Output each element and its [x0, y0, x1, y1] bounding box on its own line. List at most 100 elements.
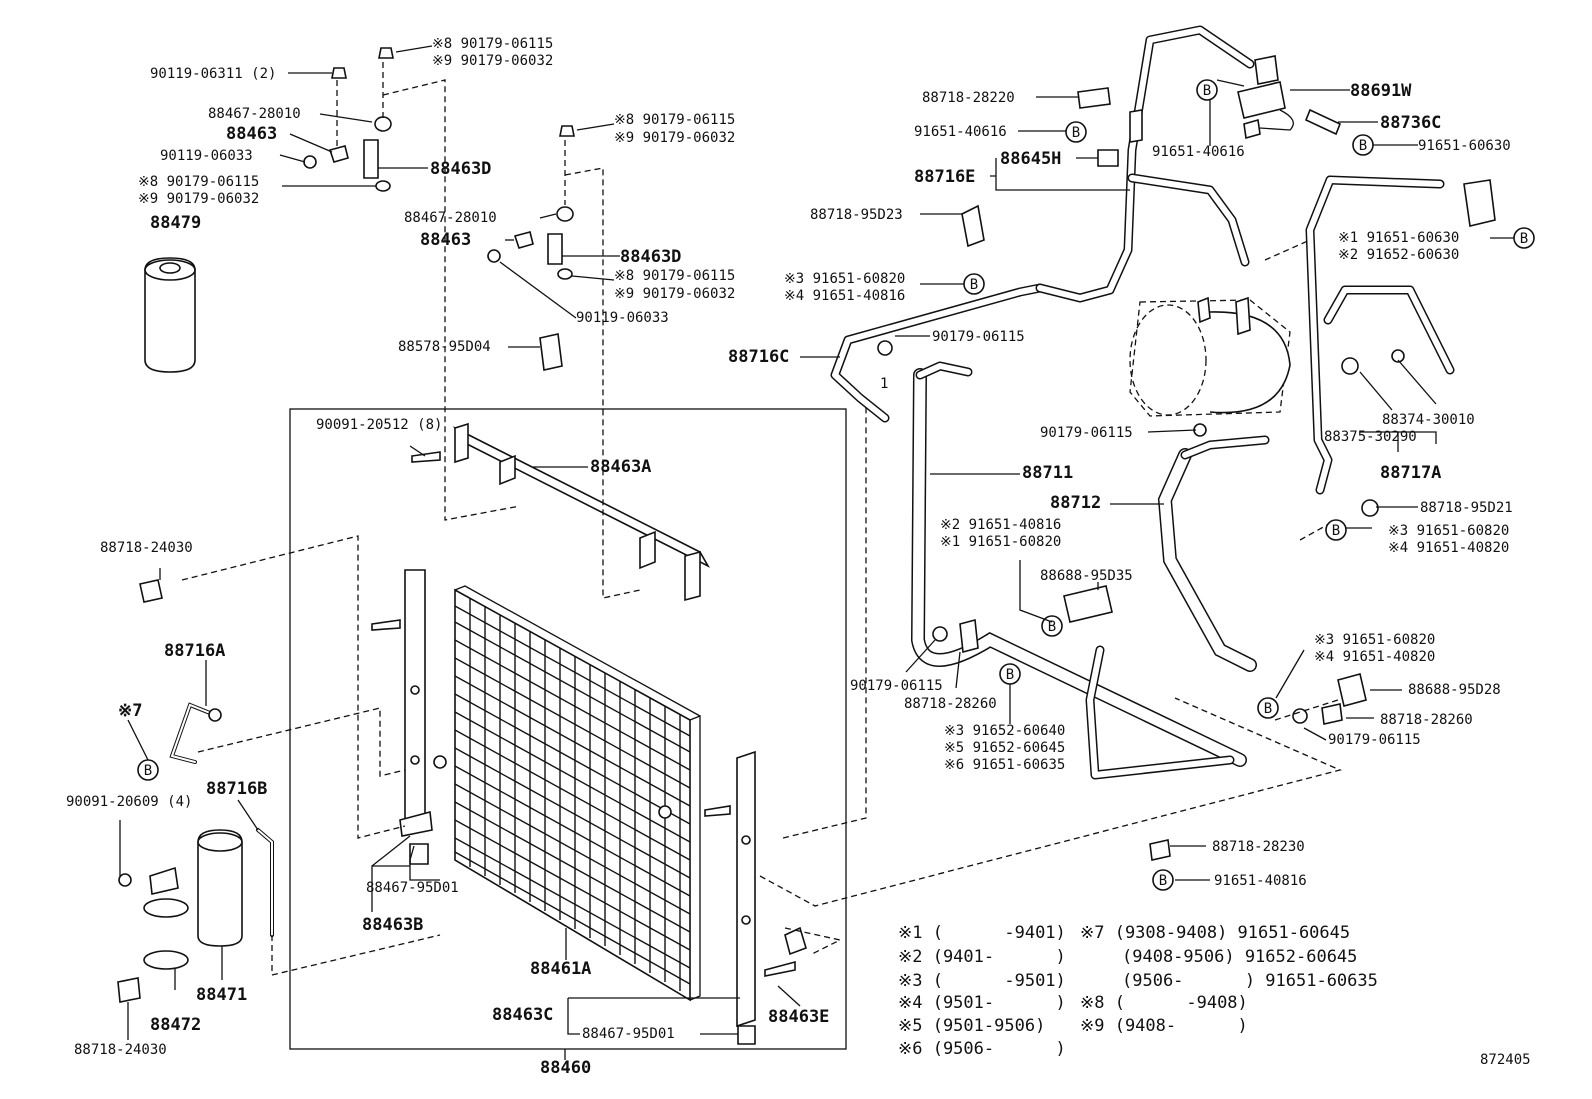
- label-88472: 88472: [150, 1015, 201, 1035]
- label-88471: 88471: [196, 985, 247, 1005]
- suction-hose-88712: [1157, 435, 1270, 672]
- bolt-marker: B: [1257, 697, 1279, 719]
- svg-text:B: B: [970, 277, 978, 293]
- svg-text:B: B: [1264, 701, 1272, 717]
- label-90179-06115: 90179-06115: [1328, 732, 1421, 748]
- label-90179-06115: 90179-06115: [932, 329, 1025, 345]
- label-88463A: 88463A: [590, 457, 651, 477]
- bolt-marker: B: [1325, 519, 1347, 541]
- small-hardware-top-left: [303, 47, 575, 371]
- service-valves: [877, 179, 1496, 861]
- pipe-88711-lower: [1085, 645, 1235, 780]
- svg-text:B: B: [1520, 231, 1528, 247]
- label-90179-06032: ※9 90179-06032: [432, 53, 553, 69]
- svg-text:B: B: [1332, 523, 1340, 539]
- pipe-88716A: [169, 702, 222, 764]
- label-90091-20609: 90091-20609 (4): [66, 794, 192, 810]
- footnote-8: ※8 ( -9408): [1080, 993, 1248, 1013]
- label-88716A: 88716A: [164, 641, 225, 661]
- label-90119-06033: 90119-06033: [576, 310, 669, 326]
- part-labels: 90119-06311 (2) ※8 90179-06115 ※9 90179-…: [66, 36, 1513, 1078]
- bolt-marker: B: [963, 273, 985, 295]
- footnote-3: ※3 ( -9501): [898, 971, 1066, 991]
- label-91651-40616: 91651-40616: [1152, 144, 1245, 160]
- footnote-7c: (9506- ) 91651-60635: [1122, 971, 1378, 991]
- svg-text:1: 1: [880, 376, 888, 392]
- label-88691W: 88691W: [1350, 81, 1412, 101]
- footnote-5: ※5 (9501-9506): [898, 1016, 1045, 1036]
- discharge-hose-88711: [910, 361, 1247, 767]
- label-91651-40616: 91651-40616: [914, 124, 1007, 140]
- label-88712: 88712: [1050, 493, 1101, 513]
- label-88688-95D35: 88688-95D35: [1040, 568, 1133, 584]
- label-88718-28260: 88718-28260: [1380, 712, 1473, 728]
- receiver-drier-bottom: [117, 829, 243, 1003]
- label-90179-06115: ※8 90179-06115: [614, 268, 735, 284]
- bracket-88718-28220: [1077, 87, 1111, 109]
- label-88375-30290: 88375-30290: [1324, 429, 1417, 445]
- upper-support-bracket: [452, 422, 711, 602]
- label-88718-28260: 88718-28260: [904, 696, 997, 712]
- label-88463C: 88463C: [492, 1005, 553, 1025]
- label-91651-40816: ※2 91651-40816: [940, 517, 1061, 533]
- receiver-drier-top: [144, 257, 196, 373]
- bracket-88718-95D23: [961, 204, 985, 248]
- footnote-7: ※7 (9308-9408) 91651-60645: [1080, 923, 1350, 943]
- bolt-marker: B: [1196, 79, 1218, 101]
- figure-number: 872405: [1480, 1052, 1531, 1068]
- label-91652-60640: ※3 91652-60640: [944, 723, 1065, 739]
- label-90179-06115: ※8 90179-06115: [432, 36, 553, 52]
- label-88718-95D21: 88718-95D21: [1420, 500, 1513, 516]
- label-90179-06115: ※8 90179-06115: [138, 174, 259, 190]
- label-88463D: 88463D: [430, 159, 491, 179]
- label-90091-20512: 90091-20512 (8): [316, 417, 442, 433]
- label-90179-06032: ※9 90179-06032: [138, 191, 259, 207]
- footnote-6: ※6 (9506- ): [898, 1039, 1066, 1059]
- svg-text:B: B: [1072, 125, 1080, 141]
- label-88716B: 88716B: [206, 779, 267, 799]
- bolt-marker: B: [137, 759, 159, 781]
- condenser-assembly-frame: [289, 408, 847, 1050]
- footnote-2: ※2 (9401- ): [898, 947, 1066, 967]
- label-88467-28010: 88467-28010: [208, 106, 301, 122]
- label-91652-60645: ※5 91652-60645: [944, 740, 1065, 756]
- pipe-88716E: [1035, 25, 1255, 303]
- footnote-4: ※4 (9501- ): [898, 993, 1066, 1013]
- label-88716C: 88716C: [728, 347, 789, 367]
- label-88467-95D01: 88467-95D01: [582, 1026, 675, 1042]
- condenser-core: [454, 585, 701, 1002]
- label-88716E: 88716E: [914, 167, 975, 187]
- svg-text:B: B: [1006, 667, 1014, 683]
- label-91651-60635: ※6 91651-60635: [944, 757, 1065, 773]
- label-88717A: 88717A: [1380, 463, 1441, 483]
- label-88463E: 88463E: [768, 1007, 829, 1027]
- label-91651-40816: ※4 91651-40816: [784, 288, 905, 304]
- label-88711: 88711: [1022, 463, 1073, 483]
- svg-text:B: B: [144, 763, 152, 779]
- label-91651-40820: ※4 91651-40820: [1314, 649, 1435, 665]
- label-88460: 88460: [540, 1058, 591, 1078]
- label-90179-06115: 90179-06115: [850, 678, 943, 694]
- footnote-9: ※9 (9408- ): [1080, 1016, 1248, 1036]
- label-88578-95D04: 88578-95D04: [398, 339, 491, 355]
- label-91651-60820: ※3 91651-60820: [784, 271, 905, 287]
- label-91651-60820: ※1 91651-60820: [940, 534, 1061, 550]
- label-90179-06032: ※9 90179-06032: [614, 130, 735, 146]
- label-88463B: 88463B: [362, 915, 423, 935]
- label-88467-95D01: 88467-95D01: [366, 880, 459, 896]
- label-90119-06311: 90119-06311 (2): [150, 66, 276, 82]
- label-91651-40820: ※4 91651-40820: [1388, 540, 1509, 556]
- label-88463D: 88463D: [620, 247, 681, 267]
- label-88467-28010: 88467-28010: [404, 210, 497, 226]
- ac-compressor: [1129, 296, 1291, 417]
- label-88718-95D23: 88718-95D23: [810, 207, 903, 223]
- footnote-table: ※1 ( -9401) ※2 (9401- ) ※3 ( -9501) ※4 (…: [898, 923, 1378, 1059]
- label-88374-30010: 88374-30010: [1382, 412, 1475, 428]
- svg-text:B: B: [1159, 873, 1167, 889]
- footnote-1: ※1 ( -9401): [898, 923, 1066, 943]
- pressure-switch-88691W: [1237, 55, 1294, 140]
- leader-lines: [119, 45, 1514, 1040]
- bolt-marker: B: [1041, 615, 1063, 637]
- liquid-pipe-88716C: [830, 283, 1045, 423]
